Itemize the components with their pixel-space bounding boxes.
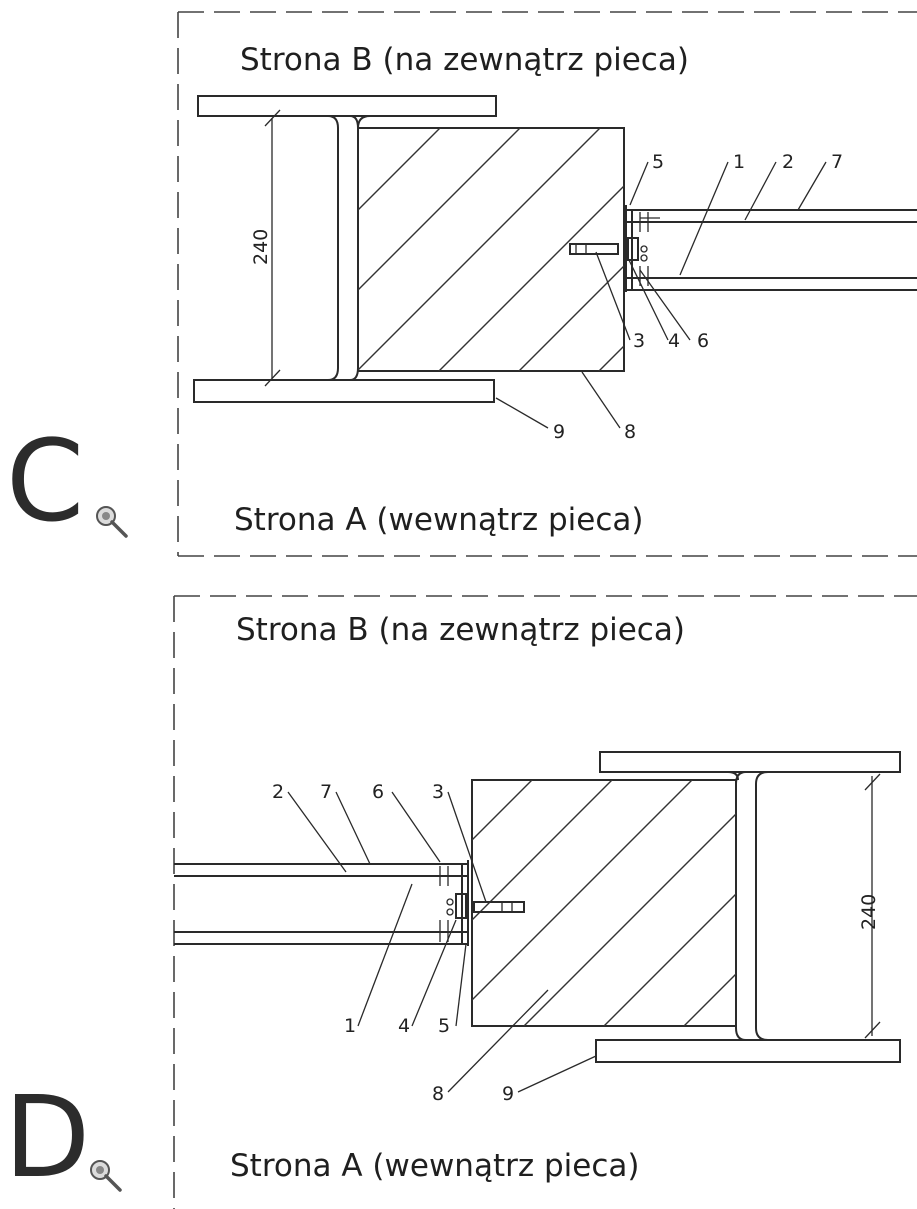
view-c-callout-8: 8 xyxy=(624,421,636,443)
view-c-callout-5: 5 xyxy=(652,151,664,173)
view-d-callout-8: 8 xyxy=(432,1083,444,1105)
view-d-callout-2: 2 xyxy=(272,781,284,803)
view-c-frame xyxy=(177,11,917,557)
view-d-callout-1: 1 xyxy=(344,1015,356,1037)
view-c-leaders xyxy=(495,161,827,429)
view-d-callout-4: 4 xyxy=(398,1015,410,1037)
view-d-callout-9: 9 xyxy=(502,1083,514,1105)
view-c-bottom-label: Strona A (wewnątrz pieca) xyxy=(234,502,643,538)
view-d-i-beam xyxy=(595,751,901,1063)
view-c-detail: Strona B (na zewnątrz pieca) Strona A (w… xyxy=(177,11,917,557)
view-c-callouts: 5 1 2 7 3 4 6 9 8 xyxy=(553,151,843,443)
view-c-dimension: 240 xyxy=(250,109,281,387)
view-c-callout-1: 1 xyxy=(733,151,745,173)
view-d-letter: D xyxy=(4,1073,90,1203)
view-d-bottom-label: Strona A (wewnątrz pieca) xyxy=(230,1148,639,1184)
view-d-callouts: 2 7 6 3 1 4 5 8 9 xyxy=(272,781,514,1105)
view-c-refractory-block xyxy=(357,127,625,372)
view-c-callout-4: 4 xyxy=(668,330,680,352)
view-c-callout-9: 9 xyxy=(553,421,565,443)
zoom-d-magnifier-icon[interactable] xyxy=(90,1160,122,1192)
view-c-callout-7: 7 xyxy=(831,151,843,173)
view-c-plates xyxy=(569,205,917,292)
view-d-frame xyxy=(173,595,917,1209)
view-c-callout-2: 2 xyxy=(782,151,794,173)
view-d-dimension-label: 240 xyxy=(858,894,880,930)
view-c-callout-3: 3 xyxy=(633,330,645,352)
view-c-callout-6: 6 xyxy=(697,330,709,352)
view-d-detail: Strona B (na zewnątrz pieca) Strona A (w… xyxy=(173,595,917,1209)
view-d-callout-6: 6 xyxy=(372,781,384,803)
view-d-refractory-block xyxy=(471,779,737,1027)
view-d-dimension: 240 xyxy=(858,773,881,1039)
view-c-i-beam xyxy=(193,95,497,403)
view-d-callout-7: 7 xyxy=(320,781,332,803)
view-d-leaders xyxy=(287,791,597,1093)
view-d-plates xyxy=(174,860,525,946)
view-c-dimension-label: 240 xyxy=(250,229,272,265)
view-d-callout-3: 3 xyxy=(432,781,444,803)
view-c-letter: C xyxy=(6,417,84,547)
view-c-top-label: Strona B (na zewnątrz pieca) xyxy=(240,42,689,78)
zoom-c-magnifier-icon[interactable] xyxy=(96,506,128,538)
view-d-top-label: Strona B (na zewnątrz pieca) xyxy=(236,612,685,648)
view-d-callout-5: 5 xyxy=(438,1015,450,1037)
